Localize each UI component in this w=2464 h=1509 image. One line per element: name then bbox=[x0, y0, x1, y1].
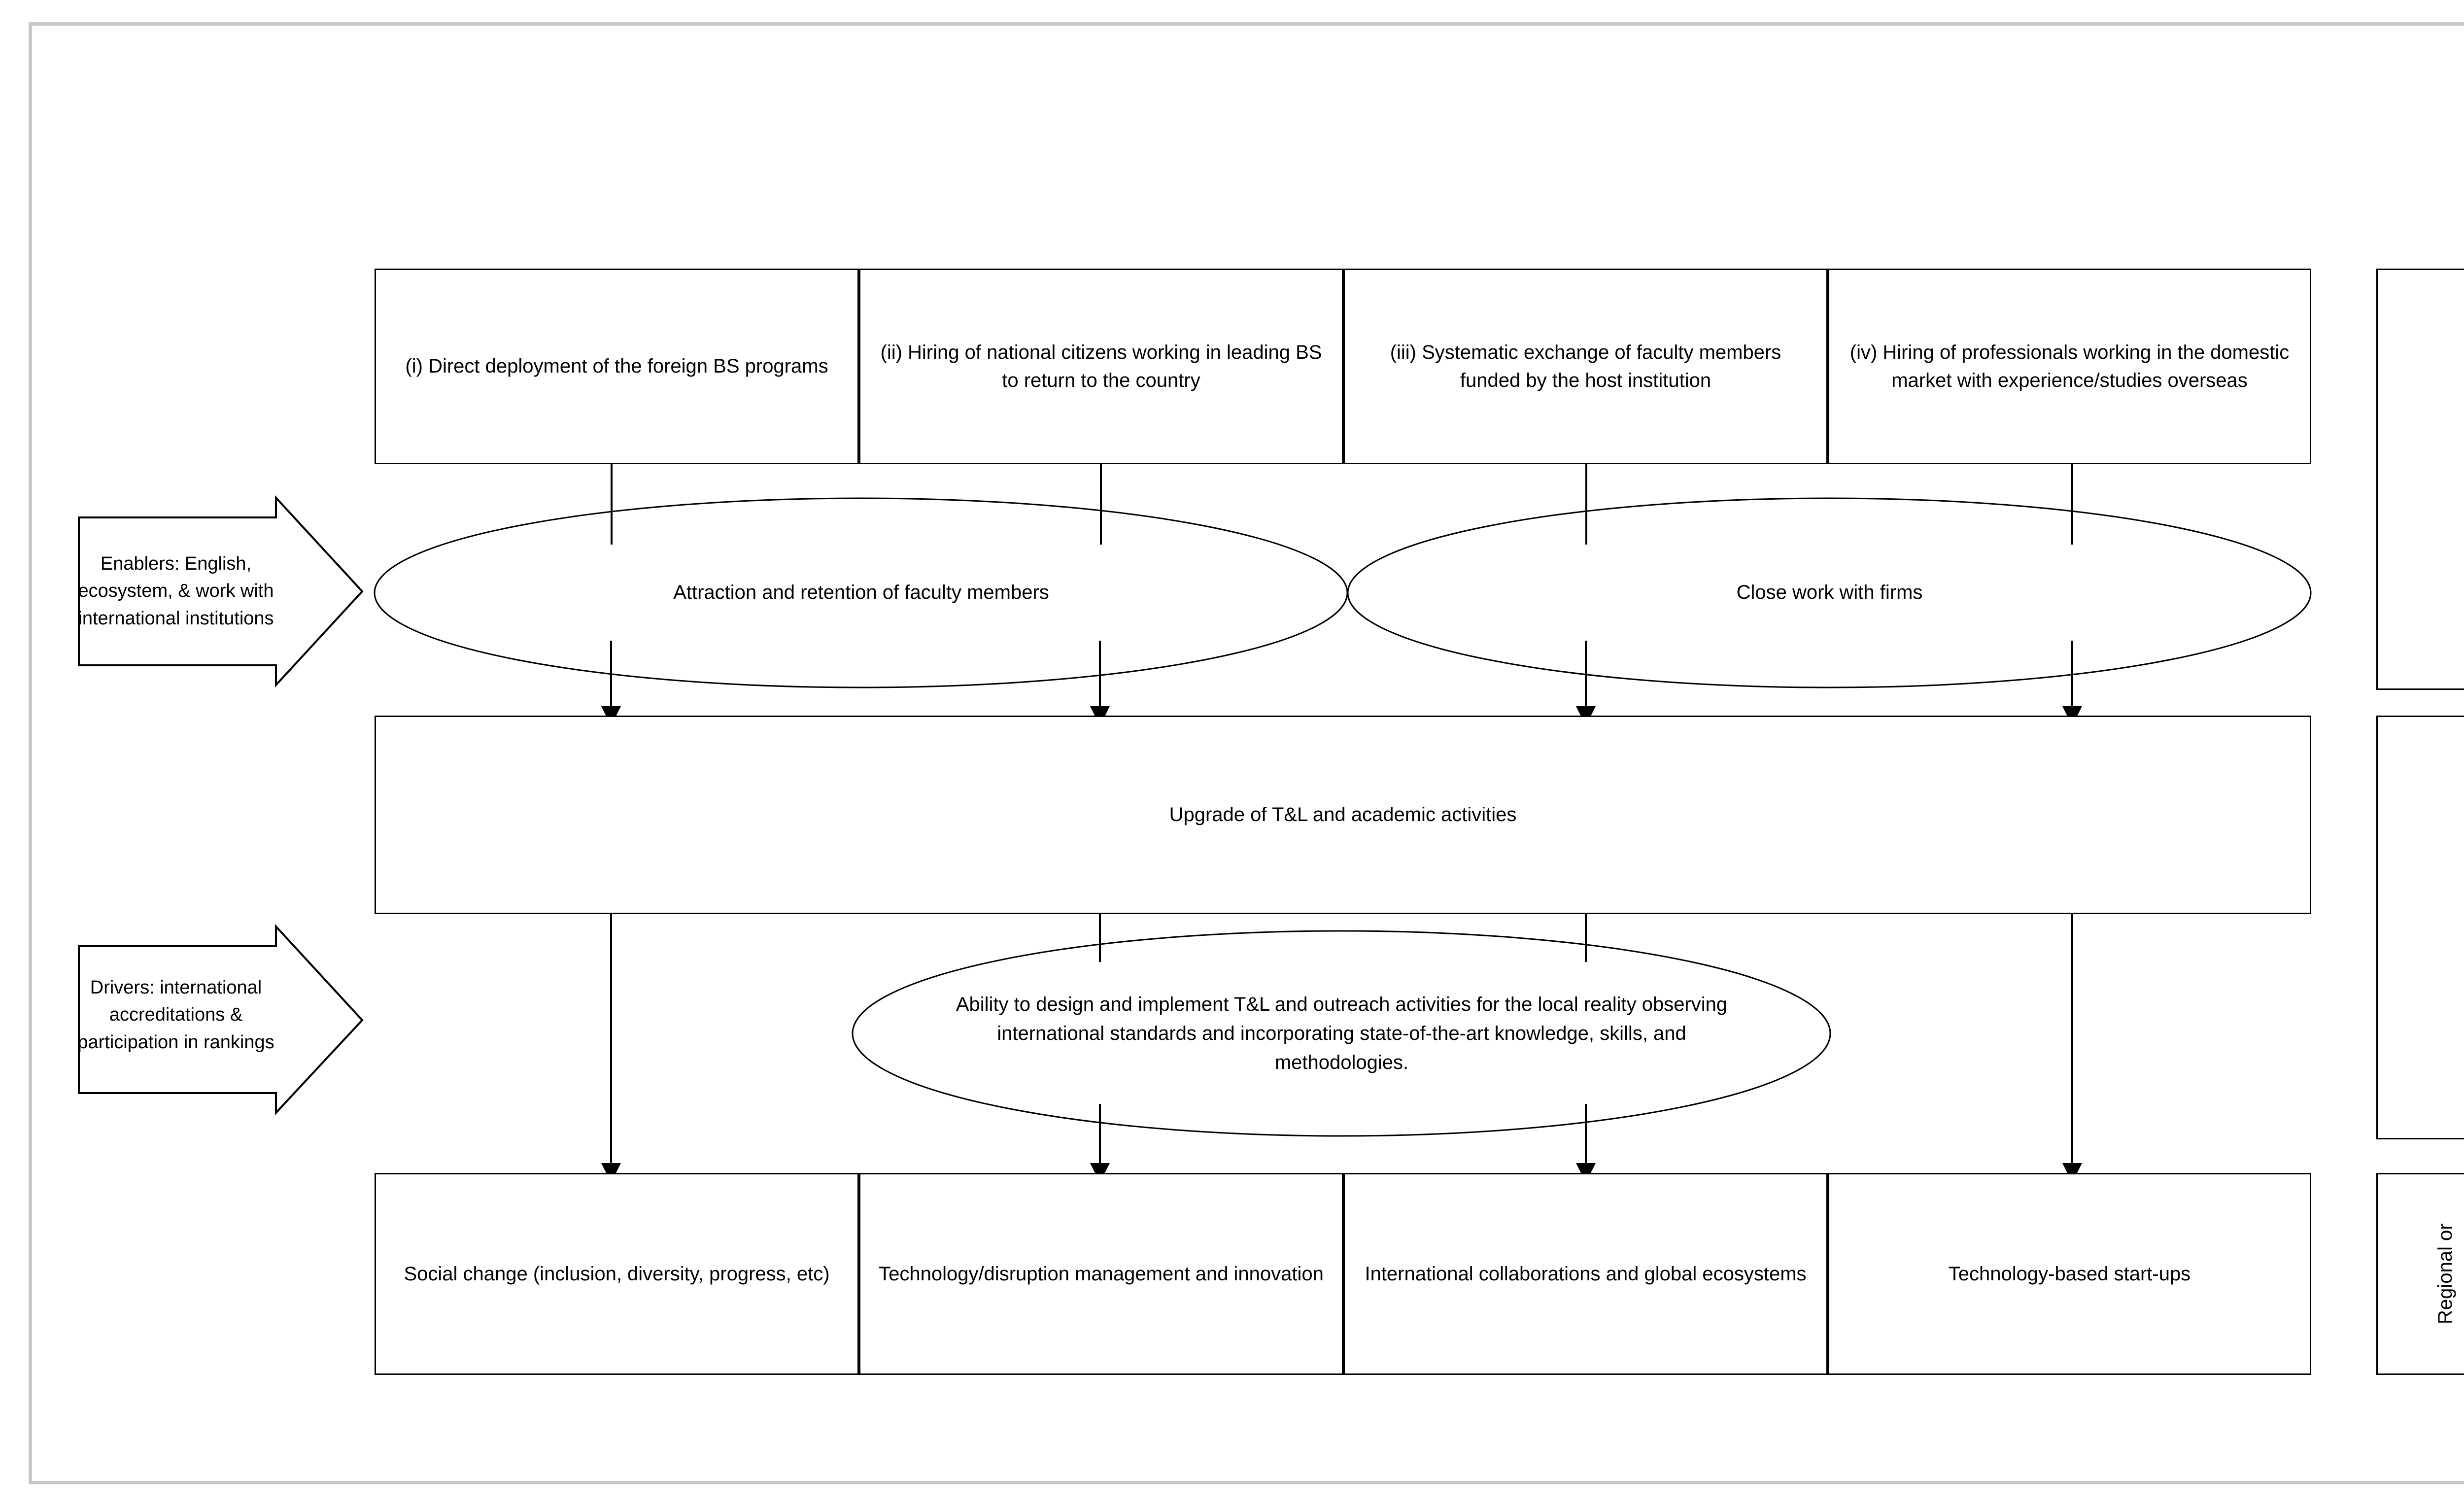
origin-box-2[interactable]: (ii) Hiring of national citizens working… bbox=[859, 269, 1343, 464]
ellipse-capability[interactable]: Ability to design and implement T&L and … bbox=[853, 931, 1831, 1136]
ellipse-firms[interactable]: Close work with firms bbox=[1348, 498, 2311, 687]
drivers-arrow[interactable]: Drivers: international accreditations & … bbox=[76, 922, 362, 1109]
origin-box-3-label: (iii) Systematic exchange of faculty mem… bbox=[1390, 341, 1781, 391]
outcome-box-1-label: Social change (inclusion, diversity, pro… bbox=[404, 1263, 830, 1285]
origin-box-1[interactable]: (i) Direct deployment of the foreign BS … bbox=[375, 269, 859, 464]
drivers-arrow-shape bbox=[78, 924, 364, 1116]
enablers-arrow-shape bbox=[78, 495, 364, 688]
origin-box-3[interactable]: (iii) Systematic exchange of faculty mem… bbox=[1343, 269, 1828, 464]
origin-box-1-label: (i) Direct deployment of the foreign BS … bbox=[405, 355, 828, 377]
ellipse-capability-label: Ability to design and implement T&L and … bbox=[956, 993, 1728, 1074]
ellipse-attraction-label: Attraction and retention of faculty memb… bbox=[673, 581, 1049, 603]
outcome-box-3-label: International collaborations and global … bbox=[1365, 1263, 1807, 1285]
outcome-box-4-label: Technology-based start-ups bbox=[1948, 1263, 2191, 1285]
ellipse-attraction[interactable]: Attraction and retention of faculty memb… bbox=[375, 498, 1348, 687]
outcome-box-4[interactable]: Technology-based start-ups bbox=[1828, 1173, 2311, 1375]
upgrade-band-label: Upgrade of T&L and academic activities bbox=[1169, 804, 1517, 826]
outcome-box-2[interactable]: Technology/disruption management and inn… bbox=[859, 1173, 1343, 1375]
outer-frame bbox=[29, 22, 2464, 1484]
drivers-arrow-label: Drivers: international accreditations & … bbox=[77, 977, 274, 1053]
outcome-box-1[interactable]: Social change (inclusion, diversity, pro… bbox=[375, 1173, 859, 1375]
stage-box-growth-label: Growth and strengthening: external legit… bbox=[2460, 727, 2464, 1128]
upgrade-band[interactable]: Upgrade of T&L and academic activities bbox=[375, 716, 2311, 914]
enablers-arrow-label: Enablers: English, ecosystem, & work wit… bbox=[78, 553, 274, 629]
enablers-arrow[interactable]: Enablers: English, ecosystem, & work wit… bbox=[76, 498, 362, 685]
stage-box-leadership-label: Regional or international leadership bbox=[2434, 1223, 2456, 1325]
ellipse-firms-shape bbox=[1347, 497, 2312, 688]
origin-box-4[interactable]: (iv) Hiring of professionals working in … bbox=[1828, 269, 2311, 464]
origin-box-2-label: (ii) Hiring of national citizens working… bbox=[880, 341, 1322, 391]
stage-box-origins[interactable]: Origins: adoption and adaptation bbox=[2376, 269, 2464, 690]
origin-box-4-label: (iv) Hiring of professionals working in … bbox=[1849, 341, 2290, 391]
stage-box-growth[interactable]: Growth and strengthening: external legit… bbox=[2376, 716, 2464, 1139]
stage-box-origins-label: Origins: adoption and adaptation bbox=[2460, 337, 2464, 621]
outcome-box-3[interactable]: International collaborations and global … bbox=[1343, 1173, 1828, 1375]
stage-box-leadership[interactable]: Regional or international leadership bbox=[2376, 1173, 2464, 1375]
outcome-box-2-label: Technology/disruption management and inn… bbox=[879, 1263, 1324, 1285]
ellipse-firms-label: Close work with firms bbox=[1736, 581, 1923, 603]
ellipse-capability-shape bbox=[852, 930, 1831, 1137]
